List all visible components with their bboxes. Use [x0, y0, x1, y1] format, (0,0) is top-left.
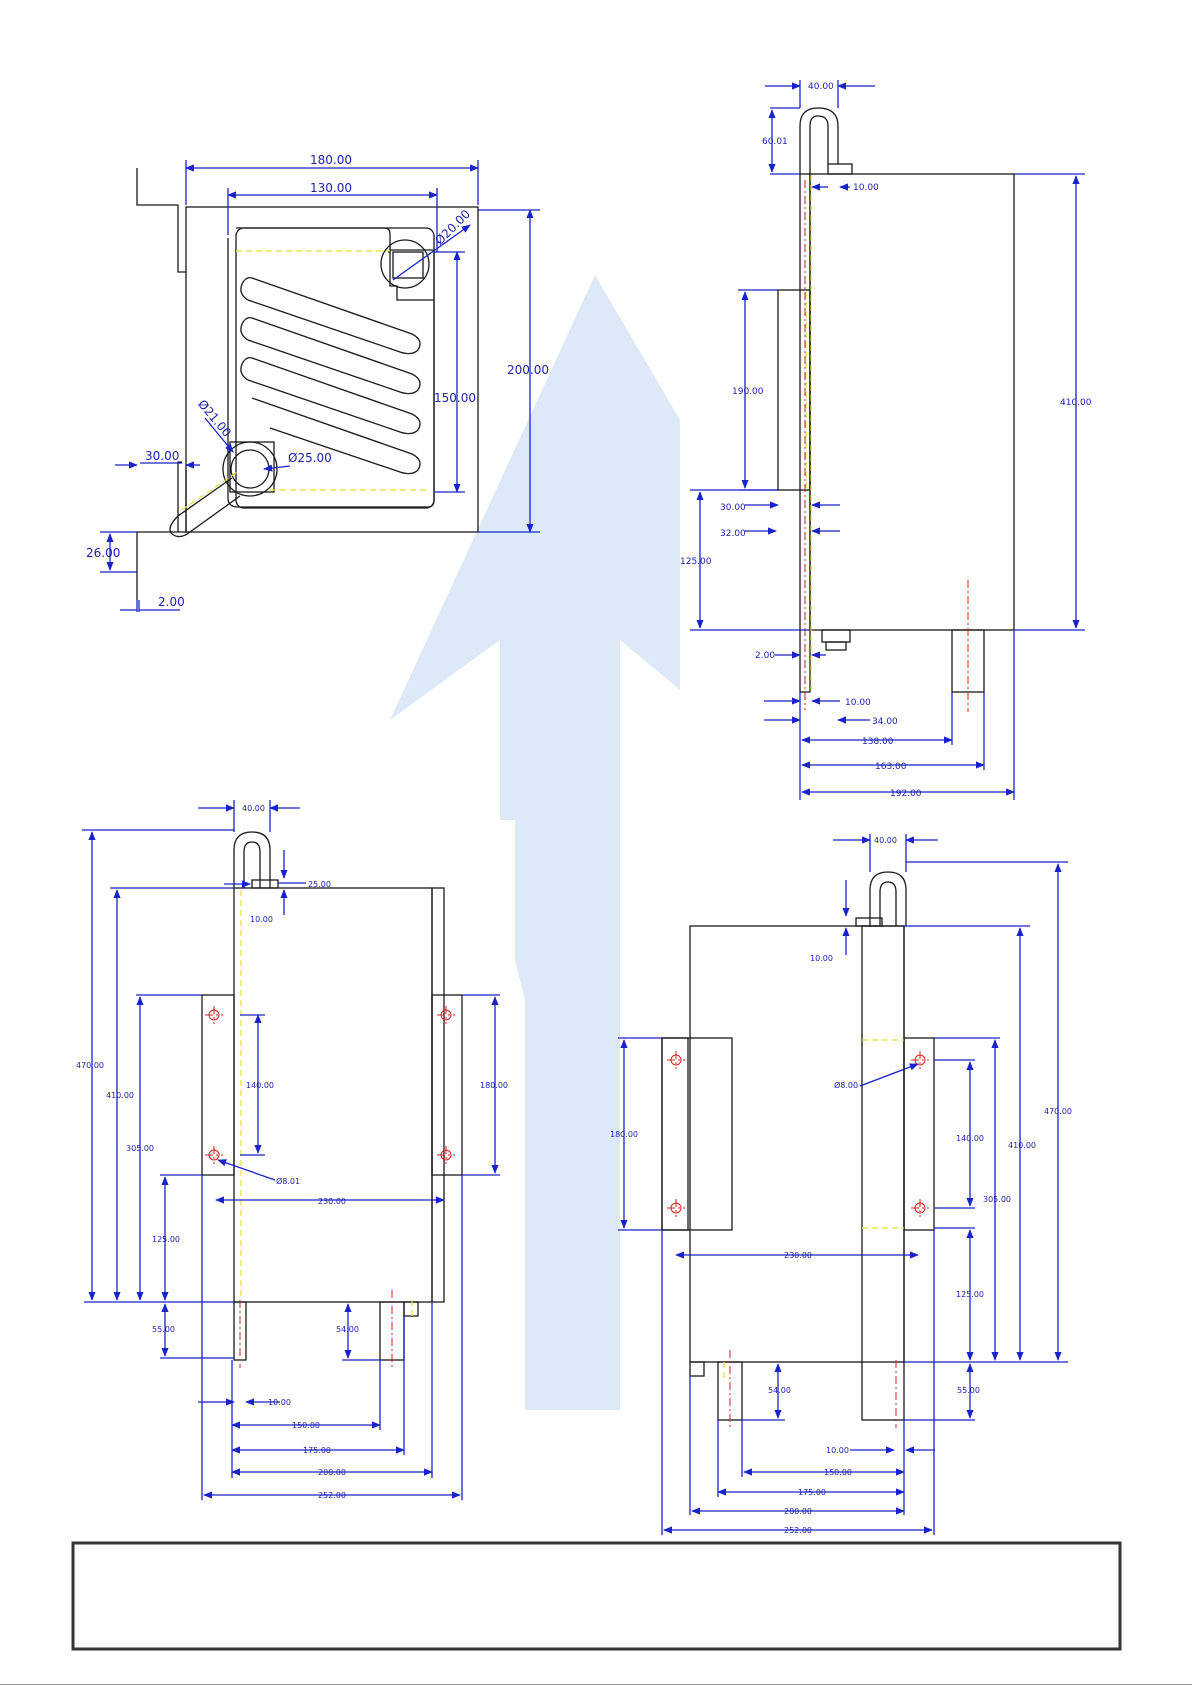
- front-dim-25: 25.00: [308, 880, 331, 889]
- side-dim-60: 60.01: [762, 137, 788, 147]
- front-dim-180: 180.00: [480, 1081, 508, 1090]
- rear-dim-252: 252.00: [784, 1526, 812, 1535]
- side-dim-32: 32.00: [720, 529, 746, 539]
- top-dim-180: 180.00: [310, 153, 352, 167]
- top-dim-30: 30.00: [145, 449, 179, 463]
- top-dim-dia25: Ø25.00: [288, 451, 332, 465]
- watermark-arrow: [390, 275, 680, 1410]
- side-view: 40.00 60.01 10.00 190.00 410.00 30.00 32…: [680, 80, 1092, 800]
- top-dim-26: 26.00: [86, 546, 120, 560]
- side-dim-410: 410.00: [1060, 398, 1092, 408]
- front-dim-125: 125.00: [152, 1235, 180, 1244]
- side-dim-2: 2.00: [755, 651, 775, 661]
- side-dim-10a: 10.00: [853, 183, 879, 193]
- front-dim-252: 252.00: [318, 1491, 346, 1500]
- rear-dim-10a: 10.00: [810, 954, 833, 963]
- front-dim-55: 55.00: [152, 1325, 175, 1334]
- top-dim-2: 2.00: [158, 595, 185, 609]
- front-dim-175: 175.00: [303, 1446, 331, 1455]
- front-dim-10a: 10.00: [250, 915, 273, 924]
- side-dim-192: 192.00: [890, 789, 922, 799]
- rear-dim-54: 54.00: [768, 1386, 791, 1395]
- front-dim-140: 140.00: [246, 1081, 274, 1090]
- rear-dim-200: 200.00: [784, 1507, 812, 1516]
- rear-dim-175: 175.00: [798, 1488, 826, 1497]
- rear-dim-125: 125.00: [956, 1290, 984, 1299]
- front-dim-54: 54.00: [336, 1325, 359, 1334]
- rear-dim-10b: 10.00: [826, 1446, 849, 1455]
- front-dim-10b: 10.00: [268, 1398, 291, 1407]
- rear-dim-55: 55.00: [957, 1386, 980, 1395]
- side-dim-40: 40.00: [808, 82, 834, 92]
- front-dim-dia8: Ø8.01: [276, 1176, 300, 1186]
- front-dim-150: 150.00: [292, 1421, 320, 1430]
- front-dim-470: 470.00: [76, 1061, 104, 1070]
- rear-dim-410: 410.00: [1008, 1141, 1036, 1150]
- top-dim-200: 200.00: [507, 363, 549, 377]
- top-dim-150: 150.00: [434, 391, 476, 405]
- side-dim-125: 125.00: [680, 557, 712, 567]
- footer-box: [71, 1541, 1122, 1651]
- side-dim-190: 190.00: [732, 387, 764, 397]
- rear-dim-150: 150.00: [824, 1468, 852, 1477]
- side-dim-10b: 10.00: [845, 698, 871, 708]
- rear-dim-40: 40.00: [874, 836, 897, 845]
- front-dim-230: 230.00: [318, 1197, 346, 1206]
- front-dim-40: 40.00: [242, 804, 265, 813]
- top-view: 180.00 130.00 Ø20.00 200.00 150.00 Ø21.0…: [86, 153, 549, 612]
- side-dim-163: 163.00: [875, 762, 907, 772]
- front-dim-305: 305.00: [126, 1144, 154, 1153]
- front-dim-410: 410.00: [106, 1091, 134, 1100]
- front-dim-200: 200.00: [318, 1468, 346, 1477]
- rear-dim-dia8: Ø8.00: [834, 1080, 858, 1090]
- side-dim-30: 30.00: [720, 503, 746, 513]
- rear-dim-470: 470.00: [1044, 1107, 1072, 1116]
- rear-dim-180: 180.00: [610, 1130, 638, 1139]
- rear-dim-230: 230.00: [784, 1251, 812, 1260]
- top-dim-130: 130.00: [310, 181, 352, 195]
- rear-dim-305: 305.00: [983, 1195, 1011, 1204]
- front-view: 40.00 25.00 10.00 470.00 410.00 305.00 1…: [76, 800, 508, 1500]
- side-dim-34: 34.00: [872, 717, 898, 727]
- side-dim-138: 138.00: [862, 737, 894, 747]
- rear-dim-140: 140.00: [956, 1134, 984, 1143]
- rear-view: 40.00 10.00 470.00 410.00 180.00 Ø8.00 1…: [610, 834, 1072, 1535]
